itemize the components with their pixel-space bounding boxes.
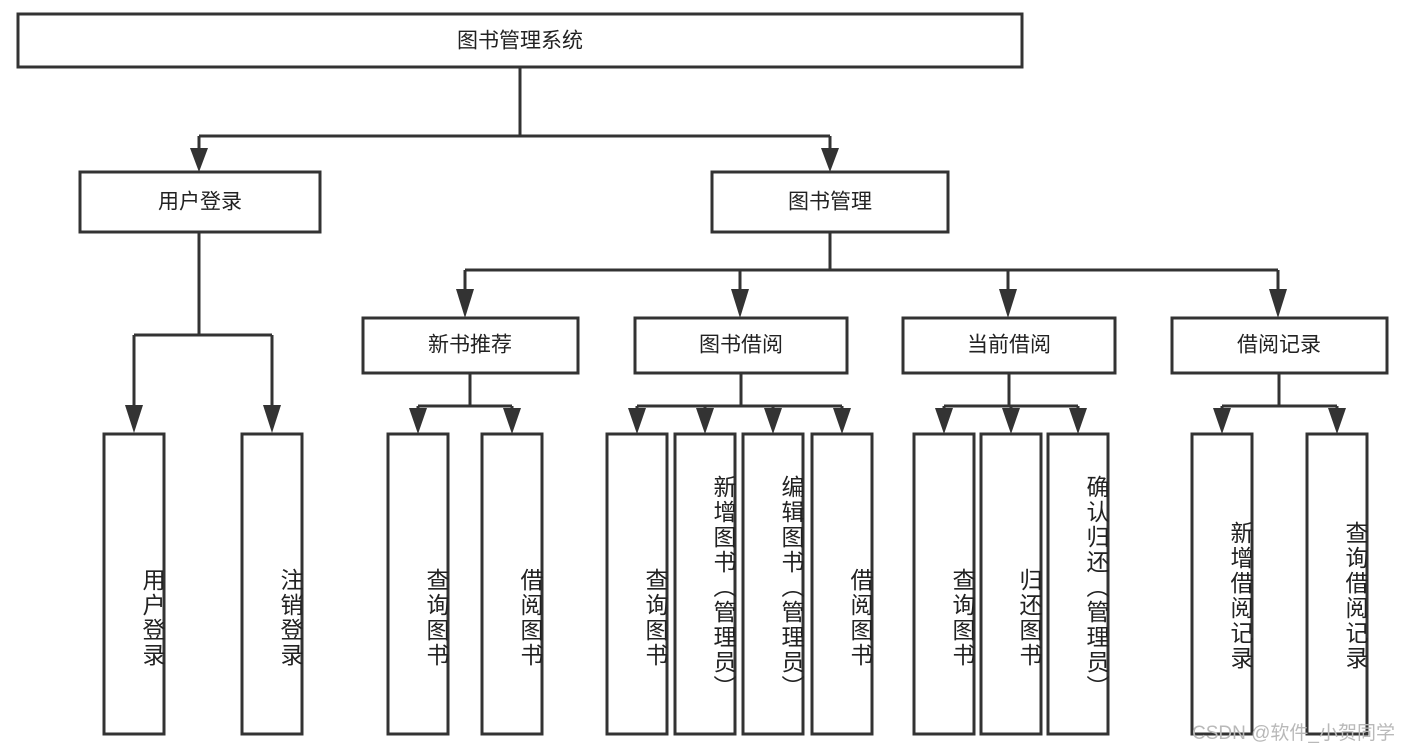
node-new-book-recommend-label: 新书推荐 [428, 334, 512, 357]
arrow-down-icon [764, 408, 782, 434]
node-new-book-recommend[interactable]: 新书推荐 [361, 316, 580, 375]
arrow-down-icon [263, 405, 281, 433]
arrow-down-icon [503, 408, 521, 434]
node-leaf-borrow-book-2-box[interactable] [810, 432, 874, 736]
arrow-down-icon [1328, 408, 1346, 434]
node-leaf-edit-book-box[interactable] [741, 432, 805, 736]
connector-new-book-recommend-to-leaves [409, 373, 521, 434]
arrow-down-icon [1002, 408, 1020, 434]
node-leaf-query-book-1-box[interactable] [386, 432, 450, 736]
node-user-login[interactable]: 用户登录 [78, 170, 322, 234]
node-book-borrow[interactable]: 图书借阅 [633, 316, 849, 375]
node-book-borrow-label: 图书借阅 [699, 334, 783, 357]
node-borrow-record-box[interactable] [1170, 316, 1389, 375]
node-leaf-user-login-box[interactable] [102, 432, 166, 736]
node-leaf-confirm-return-box[interactable] [1046, 432, 1110, 736]
connector-root-to-level2 [190, 67, 839, 172]
connector-book-management-to-level3 [456, 232, 1287, 318]
connector-book-borrow-to-leaves [628, 373, 851, 434]
arrow-down-icon [731, 289, 749, 318]
arrow-down-icon [935, 408, 953, 434]
arrow-down-icon [1069, 408, 1087, 434]
arrow-down-icon [456, 289, 474, 318]
node-root-label: 图书管理系统 [457, 30, 583, 53]
node-current-borrow-label: 当前借阅 [967, 334, 1051, 357]
node-borrow-record-label: 借阅记录 [1237, 334, 1321, 357]
arrow-down-icon [628, 408, 646, 434]
node-current-borrow-box[interactable] [901, 316, 1117, 375]
node-book-management[interactable]: 图书管理 [710, 170, 950, 234]
arrow-down-icon [833, 408, 851, 434]
node-current-borrow[interactable]: 当前借阅 [901, 316, 1117, 375]
arrow-down-icon [1213, 408, 1231, 434]
node-book-management-box[interactable] [710, 170, 950, 234]
connector-current-borrow-to-leaves [935, 373, 1087, 434]
node-leaf-user-logout-box[interactable] [240, 432, 304, 736]
node-leaf-query-book-2-box[interactable] [605, 432, 669, 736]
node-root[interactable]: 图书管理系统 [16, 12, 1024, 69]
node-leaf-return-book-box[interactable] [979, 432, 1043, 736]
arrow-down-icon [696, 408, 714, 434]
node-leaf-borrow-book-1-box[interactable] [480, 432, 544, 736]
arrow-down-icon [821, 148, 839, 172]
node-leaf-add-book-box[interactable] [673, 432, 737, 736]
arrow-down-icon [1269, 289, 1287, 318]
node-leaf-query-record-box[interactable] [1305, 432, 1369, 736]
arrow-down-icon [190, 148, 208, 172]
node-leaf-add-record-box[interactable] [1190, 432, 1254, 736]
node-leaf-query-book-3-box[interactable] [912, 432, 976, 736]
node-user-login-label: 用户登录 [158, 191, 242, 214]
node-book-borrow-box[interactable] [633, 316, 849, 375]
connector-user-login-to-leaves [125, 232, 281, 433]
arrow-down-icon [409, 408, 427, 434]
arrow-down-icon [125, 405, 143, 433]
connector-borrow-record-to-leaves [1213, 373, 1346, 434]
node-borrow-record[interactable]: 借阅记录 [1170, 316, 1389, 375]
arrow-down-icon [999, 289, 1017, 318]
node-root-box[interactable] [16, 12, 1024, 69]
csdn-watermark: CSDN @软件_小贺同学 [1192, 723, 1395, 744]
node-book-management-label: 图书管理 [788, 191, 872, 214]
node-new-book-recommend-box[interactable] [361, 316, 580, 375]
